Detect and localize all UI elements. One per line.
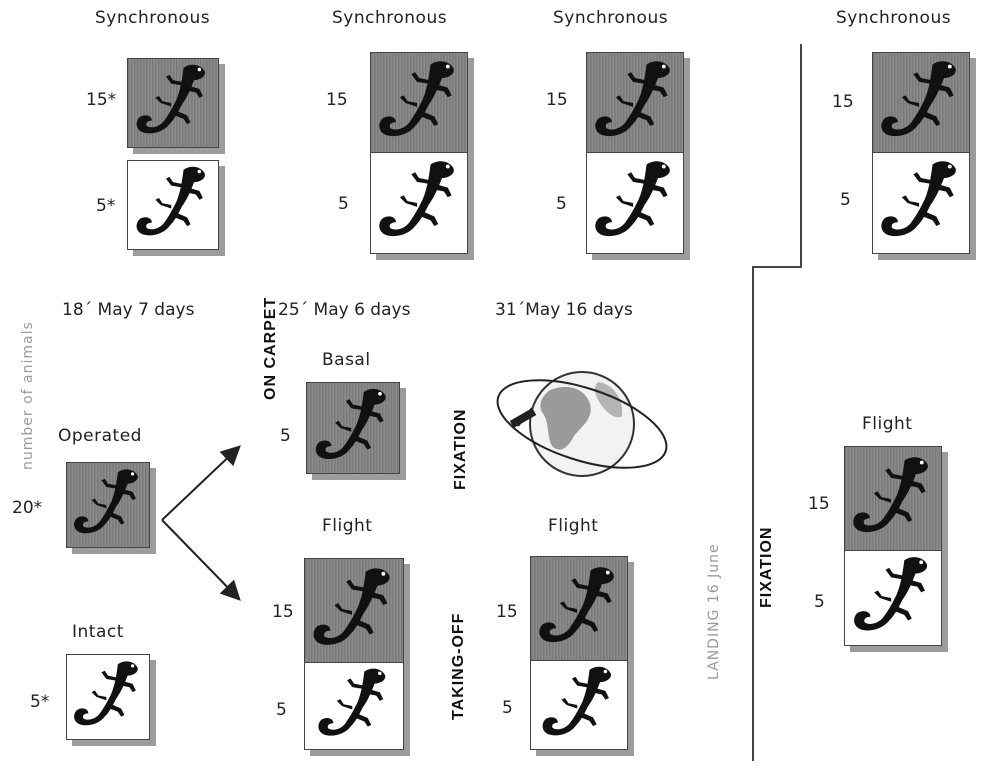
- count-flight2-top: 15: [272, 602, 294, 622]
- header-flight-col3: Flight: [548, 516, 599, 536]
- tile-flight2-top: [304, 558, 404, 664]
- count-c2-bottom: 5: [338, 194, 349, 214]
- label-fixation-2: FIXATION: [758, 526, 775, 608]
- gecko-icon: [305, 559, 403, 663]
- count-c1-top: 15*: [86, 90, 117, 110]
- header-synchronous-col2: Synchronous: [332, 8, 448, 28]
- gecko-icon: [873, 153, 969, 253]
- header-flight-col4: Flight: [862, 414, 913, 434]
- header-operated: Operated: [58, 426, 142, 446]
- tile-flight4-bottom: [844, 550, 942, 646]
- divider-upper: [800, 44, 802, 266]
- tile-c4-top: [872, 52, 970, 154]
- tile-intact: [66, 654, 150, 740]
- tile-c4-bottom: [872, 152, 970, 254]
- count-c3-top: 15: [546, 90, 568, 110]
- tile-flight3-top: [530, 556, 628, 662]
- count-flight2-bottom: 5: [276, 700, 287, 720]
- gecko-icon: [531, 661, 627, 749]
- gecko-icon: [307, 383, 399, 473]
- header-intact: Intact: [72, 622, 124, 642]
- tile-c1-bottom: [127, 160, 219, 250]
- count-c4-top: 15: [832, 92, 854, 112]
- label-on-carpet: ON CARPET: [262, 296, 279, 400]
- tile-c2-bottom: [370, 152, 468, 254]
- gecko-icon: [371, 53, 467, 153]
- header-basal: Basal: [322, 350, 371, 370]
- label-taking-off: TAKING-OFF: [450, 612, 467, 720]
- gecko-icon: [587, 53, 683, 153]
- tile-c3-bottom: [586, 152, 684, 254]
- tile-basal: [306, 382, 400, 474]
- earth-satellite-icon: [496, 371, 668, 477]
- gecko-icon: [371, 153, 467, 253]
- gecko-icon: [531, 557, 627, 661]
- arrow-icon: [161, 445, 241, 601]
- count-c1-bottom: 5*: [96, 196, 116, 216]
- count-flight3-bottom: 5: [502, 698, 513, 718]
- count-flight3-top: 15: [496, 602, 518, 622]
- tile-flight2-bottom: [304, 662, 404, 750]
- gecko-icon: [845, 551, 941, 645]
- count-flight4-bottom: 5: [814, 592, 825, 612]
- count-flight4-top: 15: [808, 494, 830, 514]
- gecko-icon: [305, 663, 403, 749]
- date-launch-1: 18´ May 7 days: [62, 300, 195, 320]
- tile-flight4-top: [844, 446, 942, 552]
- count-basal: 5: [280, 426, 291, 446]
- tile-operated: [66, 462, 150, 548]
- gecko-icon: [845, 447, 941, 551]
- divider-step: [752, 266, 802, 268]
- gecko-icon: [873, 53, 969, 153]
- date-launch-2: 25´ May 6 days: [278, 300, 411, 320]
- header-flight-col2: Flight: [322, 516, 373, 536]
- label-landing: LANDING 16 June: [706, 543, 722, 680]
- count-c4-bottom: 5: [840, 190, 851, 210]
- label-number-of-animals: number of animals: [20, 321, 36, 470]
- gecko-icon: [67, 655, 149, 739]
- tile-flight3-bottom: [530, 660, 628, 750]
- count-c3-bottom: 5: [556, 194, 567, 214]
- divider-lower: [752, 266, 754, 761]
- header-synchronous-col1: Synchronous: [95, 8, 211, 28]
- gecko-icon: [67, 463, 149, 547]
- label-fixation-1: FIXATION: [452, 408, 469, 490]
- count-c2-top: 15: [326, 90, 348, 110]
- gecko-icon: [587, 153, 683, 253]
- header-synchronous-col3: Synchronous: [553, 8, 669, 28]
- count-operated: 20*: [12, 498, 43, 518]
- tile-c2-top: [370, 52, 468, 154]
- header-synchronous-col4: Synchronous: [836, 8, 952, 28]
- tile-c3-top: [586, 52, 684, 154]
- gecko-icon: [128, 59, 218, 147]
- gecko-icon: [128, 161, 218, 249]
- count-intact: 5*: [30, 692, 50, 712]
- date-launch-3: 31´May 16 days: [495, 300, 633, 320]
- tile-c1-top: [127, 58, 219, 148]
